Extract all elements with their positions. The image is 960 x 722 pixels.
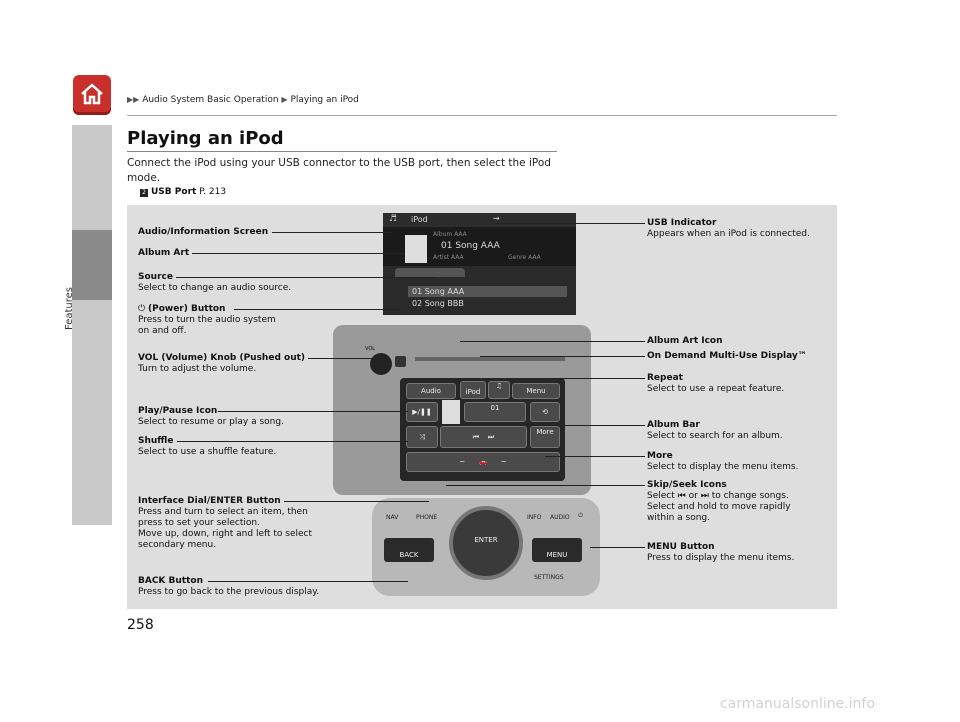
- menu-button[interactable]: MENU: [532, 538, 582, 562]
- music-note-icon: ♬: [389, 214, 398, 224]
- breadcrumb-arrow-icon: ▶: [281, 95, 288, 104]
- callout-power: ⏻ (Power) Button Press to turn the audio…: [138, 304, 276, 336]
- play-pause-icon[interactable]: ▶/❚❚: [406, 402, 438, 422]
- watermark: carmanualsonline.info: [720, 696, 875, 712]
- album-art: [405, 235, 427, 263]
- album-name: Album AAA: [433, 231, 467, 238]
- leader-line: [177, 441, 408, 442]
- leader-line: [460, 341, 645, 342]
- shuffle-icon[interactable]: ⤨: [406, 426, 438, 448]
- side-strip: [72, 125, 112, 525]
- audio-button[interactable]: AUDIO: [550, 514, 570, 521]
- callout-album-art: Album Art: [138, 248, 190, 258]
- breadcrumb-part2[interactable]: Playing an iPod: [290, 95, 359, 105]
- callout-vol: VOL (Volume) Knob (Pushed out)Turn to ad…: [138, 353, 306, 374]
- page-number: 258: [127, 617, 154, 633]
- callout-skip-seek: Skip/Seek Icons Select ⏮ or ⏭ to change …: [647, 480, 791, 523]
- leader-line: [545, 456, 645, 457]
- album-art-icon[interactable]: ♫: [488, 381, 510, 399]
- usb-indicator-icon: ⇝: [493, 214, 500, 223]
- disc-slot: [415, 357, 565, 361]
- leader-line: [495, 223, 645, 224]
- skip-back-icon: ⏮: [677, 491, 686, 501]
- track-item[interactable]: 02 Song BBB: [412, 299, 464, 308]
- breadcrumb-arrow-icon: ▶▶: [127, 95, 140, 104]
- leader-line: [308, 358, 373, 359]
- leader-line: [192, 253, 404, 254]
- info-button[interactable]: INFO: [527, 514, 542, 521]
- skip-seek-bar[interactable]: ⏮ ⏭: [440, 426, 527, 448]
- section-label: Features: [64, 287, 75, 330]
- leader-line: [590, 547, 645, 548]
- leader-line: [176, 277, 436, 278]
- callout-album-art-icon: Album Art Icon: [647, 336, 723, 346]
- intro-text: Connect the iPod using your USB connecto…: [127, 157, 551, 184]
- phone-button[interactable]: PHONE: [416, 514, 438, 521]
- leader-line: [272, 232, 392, 233]
- xref-page: P. 213: [199, 187, 227, 197]
- header-rule: [127, 115, 837, 116]
- leader-line: [548, 378, 645, 379]
- leader-line: [218, 411, 408, 412]
- title-rule: [127, 151, 557, 152]
- home-icon[interactable]: [73, 75, 111, 115]
- interface-dial[interactable]: ENTER: [449, 506, 523, 580]
- album-art-thumb: [442, 400, 460, 424]
- menu-tile[interactable]: Menu: [512, 383, 560, 399]
- callout-audio-info: Audio/Information Screen: [138, 227, 269, 237]
- leader-line: [234, 309, 400, 310]
- vol-label: VOL: [365, 346, 376, 352]
- breadcrumb: ▶▶ Audio System Basic Operation ▶ Playin…: [127, 95, 359, 105]
- enter-button[interactable]: ENTER: [474, 536, 498, 544]
- callout-on-demand: On Demand Multi-Use Display™: [647, 351, 807, 361]
- leader-line: [446, 485, 645, 486]
- repeat-icon[interactable]: ⟲: [530, 402, 560, 422]
- settings-button[interactable]: SETTINGS: [534, 574, 564, 581]
- page-title: Playing an iPod: [127, 128, 284, 149]
- source-screen: 01 Song AAA 02 Song BBB: [383, 266, 576, 315]
- side-block: [72, 230, 112, 300]
- artist-name: Artist AAA: [433, 254, 464, 261]
- xref-arrow-icon: 2: [140, 189, 148, 197]
- track-item[interactable]: 01 Song AAA: [408, 286, 567, 297]
- bottom-bar: ~ 🚗 ~: [406, 452, 560, 472]
- power-button[interactable]: [395, 356, 406, 367]
- leader-line: [284, 501, 429, 502]
- on-demand-display: Audio iPod ♫ Menu ▶/❚❚ 01 ⟲ ⤨ ⏮ ⏭ More ~…: [400, 378, 565, 481]
- nav-button[interactable]: NAV: [386, 514, 399, 521]
- breadcrumb-part1[interactable]: Audio System Basic Operation: [142, 95, 279, 105]
- back-button[interactable]: BACK: [384, 538, 434, 562]
- leader-line: [480, 356, 645, 357]
- ipod-tile[interactable]: iPod: [460, 381, 486, 399]
- more-button[interactable]: More: [530, 426, 560, 448]
- screen-header: iPod: [411, 215, 428, 224]
- genre-name: Genre AAA: [508, 254, 541, 261]
- leader-line: [208, 581, 408, 582]
- audio-source-tile[interactable]: Audio: [406, 383, 456, 399]
- power-icon[interactable]: ⏻: [578, 512, 583, 519]
- vol-knob[interactable]: [370, 353, 392, 375]
- skip-forward-icon: ⏭: [700, 491, 709, 501]
- callout-dial: Interface Dial/ENTER Button Press and tu…: [138, 496, 313, 550]
- album-bar[interactable]: 01: [464, 402, 526, 422]
- xref-title: USB Port: [151, 187, 197, 197]
- power-symbol-icon: ⏻: [138, 304, 146, 314]
- song-name: 01 Song AAA: [441, 241, 500, 251]
- leader-line: [532, 425, 645, 426]
